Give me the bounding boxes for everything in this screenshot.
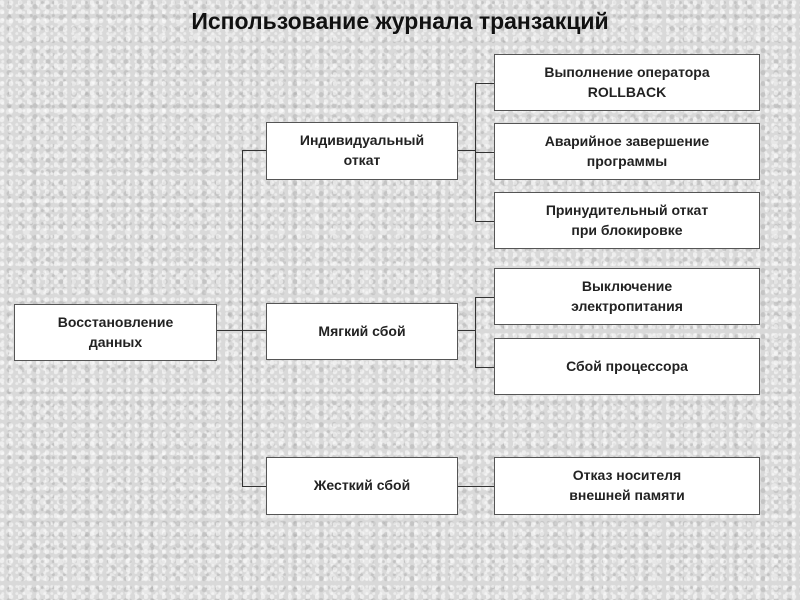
- connector-leaf-2-2: [475, 367, 495, 368]
- slide-title: Использование журнала транзакций: [191, 8, 609, 34]
- leaf-node-storage-failure: Отказ носителя внешней памяти: [494, 457, 760, 515]
- connector-leaf-2-1: [475, 297, 495, 298]
- leaf-node-power-off: Выключение электропитания: [494, 268, 760, 325]
- connector-trunk-to-branch-3: [242, 486, 267, 487]
- leaf-node-rollback-statement: Выполнение оператора ROLLBACK: [494, 54, 760, 111]
- branch-node-hard-failure: Жесткий сбой: [266, 457, 458, 515]
- connector-branch-1-out: [457, 150, 475, 151]
- leaf-node-processor-failure: Сбой процессора: [494, 338, 760, 395]
- branch-node-individual-rollback: Индивидуальный откат: [266, 122, 458, 180]
- connector-branch-2-spine: [475, 297, 476, 367]
- leaf-node-program-abort: Аварийное завершение программы: [494, 123, 760, 180]
- connector-trunk-to-branch-2: [242, 330, 267, 331]
- root-node-data-recovery: Восстановление данных: [14, 304, 217, 361]
- connector-leaf-1-2: [475, 152, 495, 153]
- connector-trunk-to-branch-1: [242, 150, 267, 151]
- leaf-node-forced-rollback-lock: Принудительный откат при блокировке: [494, 192, 760, 249]
- connector-leaf-1-1: [475, 83, 495, 84]
- connector-leaf-1-3: [475, 221, 495, 222]
- connector-branch-3-to-leaf: [457, 486, 495, 487]
- branch-node-soft-failure: Мягкий сбой: [266, 303, 458, 360]
- connector-root-to-trunk: [216, 330, 242, 331]
- connector-branch-2-out: [457, 330, 475, 331]
- connector-trunk: [242, 150, 243, 486]
